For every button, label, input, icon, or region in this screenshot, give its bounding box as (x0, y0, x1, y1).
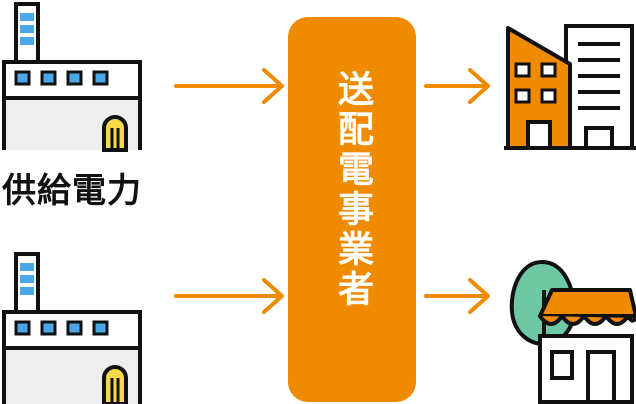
factory-icon (2, 2, 142, 152)
shop-icon (509, 259, 636, 404)
transmission-operator-box: 送配電事業者 (288, 17, 416, 402)
transmission-operator-label: 送配電事業者 (332, 69, 373, 310)
arrow-factory-top-to-center (174, 68, 284, 104)
arrow-center-to-office (424, 68, 490, 104)
office-building-icon (504, 24, 636, 150)
factory-icon (2, 252, 142, 404)
arrow-factory-bottom-to-center (174, 278, 284, 314)
supplier-label: 供給電力 (2, 171, 142, 211)
arrow-center-to-shop (424, 278, 490, 314)
